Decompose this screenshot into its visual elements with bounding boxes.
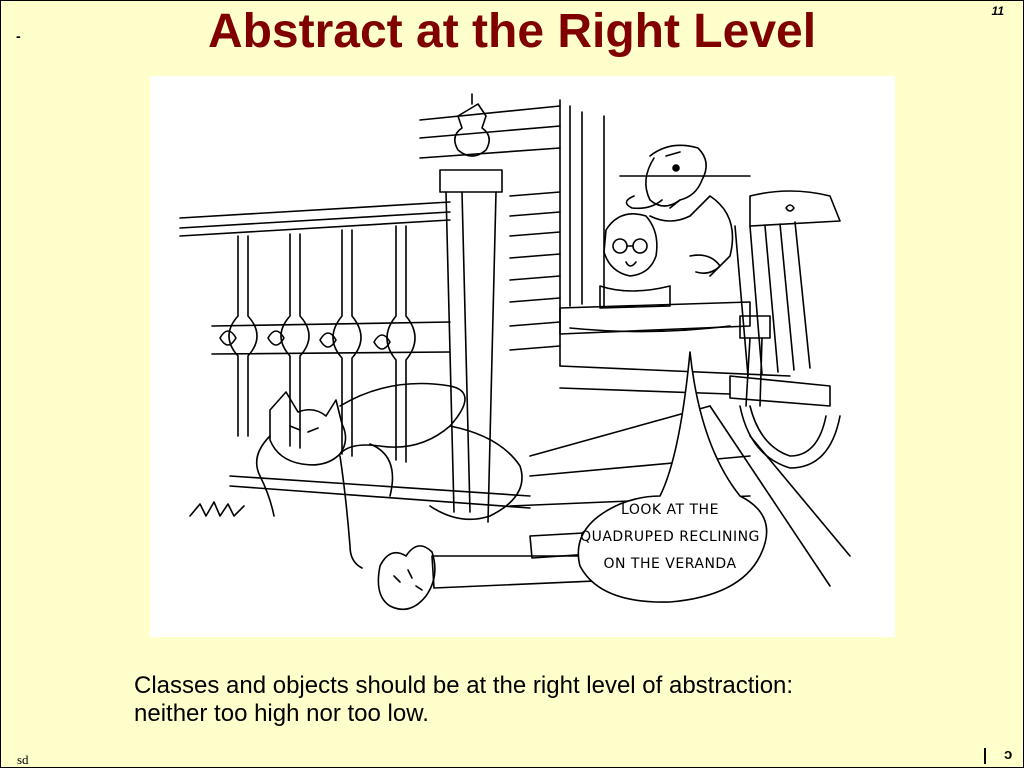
newel-post	[439, 93, 503, 523]
window-frame	[559, 99, 751, 367]
corner-mark: -	[16, 28, 21, 44]
speech-balloon	[577, 351, 768, 603]
man-figure	[625, 144, 734, 277]
bushes	[189, 501, 436, 611]
caption-line-2: neither too high nor too low.	[134, 700, 429, 727]
cartoon-drawing: LOOK AT THE QUADRUPED RECLINING ON THE V…	[179, 93, 851, 611]
porch-railing	[179, 201, 531, 509]
woman-figure	[599, 213, 671, 309]
speech-line-1: LOOK AT THE	[621, 502, 719, 518]
footer-bracket: ɔ	[1004, 746, 1013, 763]
rocking-chair	[729, 315, 841, 469]
curtain	[734, 190, 841, 377]
slide-title: Abstract at the Right Level	[207, 5, 817, 58]
caption: Classes and objects should be at the rig…	[134, 672, 954, 728]
footer-label: sd	[17, 752, 29, 767]
caption-line-1: Classes and objects should be at the rig…	[134, 672, 794, 699]
slide-number: 11	[991, 4, 1004, 18]
house-siding	[419, 105, 791, 395]
speech-line-3: ON THE VERANDA	[603, 556, 736, 572]
speech-line-2: QUADRUPED RECLINING	[580, 529, 760, 545]
cartoon-illustration: LOOK AT THE QUADRUPED RECLINING ON THE V…	[150, 76, 895, 637]
footer-bar	[984, 748, 986, 764]
cat-figure	[255, 382, 523, 569]
